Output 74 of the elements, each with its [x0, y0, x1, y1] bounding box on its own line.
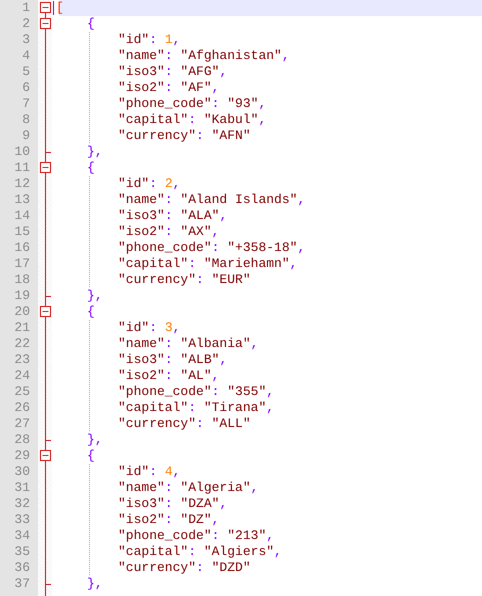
line-number: 29: [13, 448, 30, 464]
code-line: "capital": "Tirana",: [118, 400, 274, 416]
code-line: "phone_code": "+358-18",: [118, 240, 306, 256]
line-number: 23: [13, 352, 30, 368]
code-line: "currency": "EUR": [118, 272, 251, 288]
code-line: "name": "Albania",: [118, 336, 258, 352]
line-number: 20: [13, 304, 30, 320]
code-line: "name": "Aland Islands",: [118, 192, 306, 208]
line-number: 34: [13, 528, 30, 544]
line-number: 19: [13, 288, 30, 304]
line-number: 27: [13, 416, 30, 432]
code-line: "iso3": "ALB",: [118, 352, 228, 368]
line-number: 35: [13, 544, 30, 560]
code-line: "phone_code": "93",: [118, 96, 266, 112]
line-number: 9: [21, 128, 30, 144]
code-line: "iso2": "AF",: [118, 80, 220, 96]
line-number: 30: [13, 464, 30, 480]
code-line: "iso3": "DZA",: [118, 496, 228, 512]
code-line: [: [56, 0, 64, 16]
line-number: 16: [13, 240, 30, 256]
code-line: {: [87, 448, 95, 464]
code-line: "phone_code": "213",: [118, 528, 274, 544]
code-line: {: [87, 16, 95, 32]
code-line: "id": 3,: [118, 320, 180, 336]
code-line: },: [87, 432, 103, 448]
line-number: 5: [21, 64, 30, 80]
line-number: 11: [13, 160, 30, 176]
code-line: {: [87, 160, 95, 176]
code-line: "capital": "Mariehamn",: [118, 256, 298, 272]
code-line: "iso2": "AX",: [118, 224, 220, 240]
line-number: 8: [21, 112, 30, 128]
line-number: 22: [13, 336, 30, 352]
code-line: "currency": "AFN": [118, 128, 251, 144]
line-number: 37: [13, 576, 30, 592]
line-number: 7: [21, 96, 30, 112]
code-line: "id": 2,: [118, 176, 180, 192]
code-line: {: [87, 304, 95, 320]
code-line: "id": 1,: [118, 32, 180, 48]
code-line: "iso2": "DZ",: [118, 512, 220, 528]
code-line: "capital": "Algiers",: [118, 544, 282, 560]
line-number: 13: [13, 192, 30, 208]
line-number: 33: [13, 512, 30, 528]
line-number: 18: [13, 272, 30, 288]
code-line: },: [87, 144, 103, 160]
line-number: 26: [13, 400, 30, 416]
line-number: 1: [21, 0, 30, 16]
line-number: 12: [13, 176, 30, 192]
line-number: 17: [13, 256, 30, 272]
code-line: "phone_code": "355",: [118, 384, 274, 400]
line-number: 25: [13, 384, 30, 400]
line-number: 31: [13, 480, 30, 496]
code-line: "currency": "DZD": [118, 560, 251, 576]
line-number: 28: [13, 432, 30, 448]
line-number: 2: [21, 16, 30, 32]
line-number: 21: [13, 320, 30, 336]
line-number: 32: [13, 496, 30, 512]
line-number: 6: [21, 80, 30, 96]
code-line: },: [87, 288, 103, 304]
code-line: "currency": "ALL": [118, 416, 251, 432]
code-line: "name": "Algeria",: [118, 480, 258, 496]
code-line: "id": 4,: [118, 464, 180, 480]
line-number: 10: [13, 144, 30, 160]
code-line: },: [87, 576, 103, 592]
line-number: 36: [13, 560, 30, 576]
line-number: 3: [21, 32, 30, 48]
code-line: "iso3": "AFG",: [118, 64, 228, 80]
line-number: 24: [13, 368, 30, 384]
line-number: 14: [13, 208, 30, 224]
line-number: 15: [13, 224, 30, 240]
code-line: "iso2": "AL",: [118, 368, 220, 384]
line-number: 4: [21, 48, 30, 64]
code-line: "capital": "Kabul",: [118, 112, 266, 128]
code-line: "iso3": "ALA",: [118, 208, 228, 224]
code-line: "name": "Afghanistan",: [118, 48, 290, 64]
